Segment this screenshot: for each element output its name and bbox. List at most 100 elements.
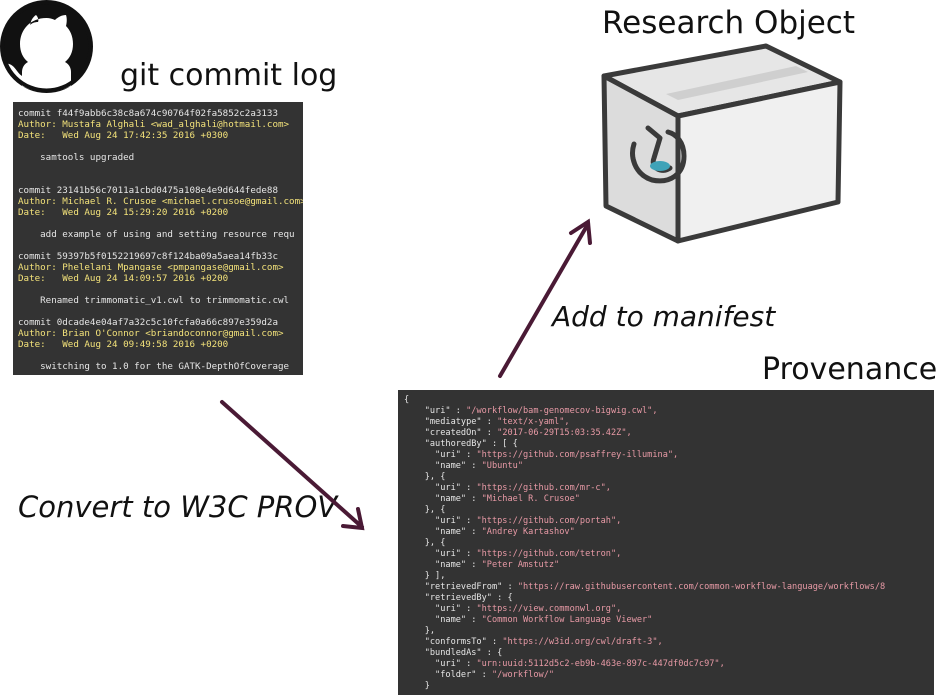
json-line: "name" : "Ubuntu" [404, 461, 934, 472]
json-key: "uri" : [404, 549, 476, 559]
github-octocat-icon [0, 0, 93, 93]
commit-message: add example of using and setting resourc… [18, 229, 303, 240]
json-line: "uri" : "https://github.com/psaffrey-ill… [404, 450, 934, 461]
json-key: "retrievedBy" : { [404, 593, 513, 603]
json-line: { [404, 395, 934, 406]
json-value: "Common Workflow Language Viewer" [482, 615, 653, 625]
json-key: { [404, 395, 409, 405]
json-key: }, { [404, 538, 445, 548]
commit-date: Date: Wed Aug 24 15:29:20 2016 +0200 [18, 207, 303, 218]
json-value: "text/x-yaml", [497, 417, 569, 427]
json-line: "retrievedFrom" : "https://raw.githubuse… [404, 582, 934, 593]
commit-message: Renamed trimmomatic_v1.cwl to trimmomati… [18, 295, 303, 306]
commit-message: samtools upgraded [18, 152, 303, 163]
json-line: "uri" : "https://github.com/mr-c", [404, 483, 934, 494]
commit-entry: commit 59397b5f0152219697c8f124ba09a5aea… [18, 251, 303, 317]
json-line: "mediatype" : "text/x-yaml", [404, 417, 934, 428]
json-key: }, { [404, 472, 445, 482]
json-line: "conformsTo" : "https://w3id.org/cwl/dra… [404, 637, 934, 648]
commit-author: Author: Brian O'Connor <briandoconnor@gm… [18, 328, 303, 339]
json-value: "2017-06-29T15:03:35.42Z", [497, 428, 632, 438]
json-key: } ], [404, 571, 445, 581]
commit-log-terminal: commit f44f9abb6c38c8a674c90764f02fa5852… [13, 102, 303, 375]
json-key: "uri" : [404, 483, 476, 493]
json-key: "uri" : [404, 659, 476, 669]
json-key: "createdOn" : [404, 428, 497, 438]
json-line: }, [404, 626, 934, 637]
json-key: }, { [404, 505, 445, 515]
add-to-manifest-label: Add to manifest [552, 300, 775, 333]
json-line: "uri" : "https://github.com/portah", [404, 516, 934, 527]
json-key: "uri" : [404, 450, 476, 460]
json-line: } ], [404, 571, 934, 582]
commit-message: switching to 1.0 for the GATK-DepthOfCov… [18, 361, 303, 372]
json-line: } [404, 681, 934, 692]
json-key: "uri" : [404, 604, 476, 614]
commit-author: Author: Michael R. Crusoe <michael.cruso… [18, 196, 303, 207]
json-key: "name" : [404, 615, 482, 625]
json-key: "uri" : [404, 516, 476, 526]
json-key: "authoredBy" : [ { [404, 439, 518, 449]
json-key: "retrievedFrom" : [404, 582, 518, 592]
json-value: "https://github.com/tetron", [476, 549, 621, 559]
json-value: "urn:uuid:5112d5c2-eb9b-463e-897c-447df0… [476, 659, 724, 669]
json-key: "uri" : [404, 406, 466, 416]
json-key: "name" : [404, 461, 482, 471]
json-value: "https://view.commonwl.org", [476, 604, 621, 614]
json-key: } [404, 681, 430, 691]
commit-hash: commit f44f9abb6c38c8a674c90764f02fa5852… [18, 108, 303, 119]
json-line: "name" : "Andrey Kartashov" [404, 527, 934, 538]
commit-hash: commit 0dcade4e04af7a32c5c10fcfa0a66c897… [18, 317, 303, 328]
json-line: "uri" : "https://github.com/tetron", [404, 549, 934, 560]
json-value: "Andrey Kartashov" [482, 527, 575, 537]
commit-hash: commit 59397b5f0152219697c8f124ba09a5aea… [18, 251, 303, 262]
json-value: "https://github.com/mr-c", [476, 483, 611, 493]
json-line: "uri" : "urn:uuid:5112d5c2-eb9b-463e-897… [404, 659, 934, 670]
json-key: "name" : [404, 494, 482, 504]
json-line: "createdOn" : "2017-06-29T15:03:35.42Z", [404, 428, 934, 439]
json-line: }, { [404, 505, 934, 516]
commit-entry: commit 0dcade4e04af7a32c5c10fcfa0a66c897… [18, 317, 303, 372]
json-line: "name" : "Peter Amstutz" [404, 560, 934, 571]
json-value: "Ubuntu" [482, 461, 523, 471]
json-line: "name" : "Michael R. Crusoe" [404, 494, 934, 505]
commit-date: Date: Wed Aug 24 17:42:35 2016 +0300 [18, 130, 303, 141]
commit-date: Date: Wed Aug 24 09:49:58 2016 +0200 [18, 339, 303, 350]
provenance-json-panel: { "uri" : "/workflow/bam-genomecov-bigwi… [398, 390, 934, 695]
commit-date: Date: Wed Aug 24 14:09:57 2016 +0200 [18, 273, 303, 284]
json-key: "folder" : [404, 670, 492, 680]
commit-author: Author: Mustafa Alghali <wad_alghali@hot… [18, 119, 303, 130]
research-object-box [596, 42, 844, 247]
json-line: }, { [404, 538, 934, 549]
json-value: "https://github.com/portah", [476, 516, 621, 526]
json-line: "uri" : "https://view.commonwl.org", [404, 604, 934, 615]
json-key: }, [404, 626, 435, 636]
json-line: "retrievedBy" : { [404, 593, 934, 604]
json-line: "bundledAs" : { [404, 648, 934, 659]
json-key: "mediatype" : [404, 417, 497, 427]
commit-entry: commit f44f9abb6c38c8a674c90764f02fa5852… [18, 108, 303, 185]
json-value: "https://github.com/psaffrey-illumina", [476, 450, 678, 460]
json-value: "/workflow/bam-genomecov-bigwig.cwl", [466, 406, 657, 416]
commit-author: Author: Phelelani Mpangase <pmpangase@gm… [18, 262, 303, 273]
json-line: "folder" : "/workflow/" [404, 670, 934, 681]
research-object-title: Research Object [602, 5, 855, 41]
json-value: "https://w3id.org/cwl/draft-3", [502, 637, 662, 647]
json-key: "conformsTo" : [404, 637, 502, 647]
json-value: "Michael R. Crusoe" [482, 494, 580, 504]
commit-entry: commit 23141b56c7011a1cbd0475a108e4e9d64… [18, 185, 303, 251]
convert-label: Convert to W3C PROV [18, 490, 337, 524]
json-line: "uri" : "/workflow/bam-genomecov-bigwig.… [404, 406, 934, 417]
provenance-title: Provenance [762, 352, 937, 387]
json-key: "name" : [404, 560, 482, 570]
add-to-manifest-arrow [500, 222, 590, 376]
json-key: "bundledAs" : { [404, 648, 502, 658]
json-value: "/workflow/" [492, 670, 554, 680]
commit-hash: commit 23141b56c7011a1cbd0475a108e4e9d64… [18, 185, 303, 196]
json-line: }, { [404, 472, 934, 483]
json-value: "Peter Amstutz" [482, 560, 560, 570]
json-key: "name" : [404, 527, 482, 537]
json-line: "authoredBy" : [ { [404, 439, 934, 450]
commit-log-title: git commit log [120, 58, 337, 93]
json-value: "https://raw.githubusercontent.com/commo… [518, 582, 885, 592]
